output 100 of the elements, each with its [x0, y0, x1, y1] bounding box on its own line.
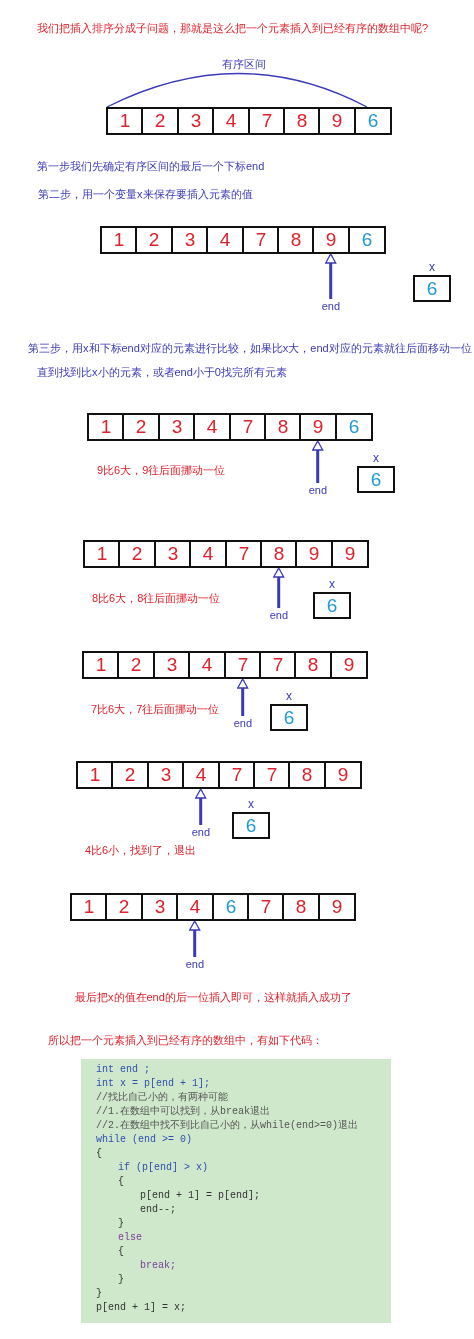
array-cell: 4	[212, 107, 250, 135]
array-cell: 7	[259, 651, 297, 679]
array-cell: 1	[87, 413, 125, 441]
pointer-arrow	[195, 788, 207, 825]
code-line: p[end + 1] = p[end];	[140, 1189, 261, 1202]
array-cell: 8	[288, 761, 326, 789]
variable-box: 6	[232, 812, 270, 839]
array-cell: 1	[100, 226, 138, 254]
array-cell: 7	[248, 107, 286, 135]
array-cell: 7	[242, 226, 280, 254]
pointer-label: end	[269, 609, 289, 622]
pointer-arrow	[237, 678, 249, 716]
note-text: 4比6小，找到了，退出	[85, 844, 197, 857]
variable-name: x	[328, 578, 336, 590]
array-cell: 8	[264, 413, 302, 441]
array-cell: 4	[188, 651, 226, 679]
code-line: int end ;	[96, 1063, 150, 1076]
array-cell: 2	[105, 893, 143, 921]
array-cell: 9	[330, 651, 368, 679]
array-cell: 4	[206, 226, 244, 254]
array-cell: 6	[335, 413, 373, 441]
array-cell: 7	[229, 413, 267, 441]
note-text: 所以把一个元素插入到已经有序的数组中，有如下代码：	[48, 1034, 323, 1047]
code-line: end--;	[140, 1203, 176, 1216]
variable-box: 6	[413, 275, 451, 302]
array-cell: 9	[299, 413, 337, 441]
note-text: 7比6大，7往后面挪动一位	[91, 703, 220, 716]
array-cell: 1	[83, 540, 121, 568]
range-label: 有序区间	[222, 58, 266, 71]
array-cell: 9	[324, 761, 362, 789]
pointer-arrow	[312, 440, 324, 483]
array-cell: 4	[193, 413, 231, 441]
array-cell: 7	[225, 540, 263, 568]
array-cell: 2	[135, 226, 173, 254]
array-cell: 3	[154, 540, 192, 568]
array-cell: 9	[312, 226, 350, 254]
array-cell: 4	[182, 761, 220, 789]
code-line: if (p[end] > x)	[118, 1161, 208, 1174]
variable-name: x	[428, 261, 436, 273]
array-cell: 7	[218, 761, 256, 789]
array-cell: 9	[318, 893, 356, 921]
code-line: {	[96, 1147, 102, 1160]
array-cell: 9	[318, 107, 356, 135]
note-text: 9比6大，9往后面挪动一位	[97, 464, 226, 477]
array-cell: 1	[70, 893, 108, 921]
code-line: p[end + 1] = x;	[96, 1301, 186, 1314]
note-text: 8比6大，8往后面挪动一位	[92, 592, 221, 605]
pointer-label: end	[191, 826, 211, 839]
variable-name: x	[247, 798, 255, 810]
array-cell: 2	[111, 761, 149, 789]
array-cell: 3	[158, 413, 196, 441]
note-text: 最后把x的值在end的后一位插入即可，这样就插入成功了	[75, 991, 352, 1004]
code-line: {	[118, 1175, 124, 1188]
array-cell: 8	[294, 651, 332, 679]
code-line: int x = p[end + 1];	[96, 1077, 211, 1090]
array-cell: 4	[189, 540, 227, 568]
code-line: }	[118, 1273, 124, 1286]
variable-name: x	[285, 690, 293, 702]
code-line: //1.在数组中可以找到，从break退出	[96, 1105, 270, 1118]
pointer-label: end	[185, 958, 205, 971]
array-cell: 7	[247, 893, 285, 921]
pointer-arrow	[189, 920, 201, 957]
array-cell: 8	[282, 893, 320, 921]
step-text: 第二步，用一个变量x来保存要插入元素的值	[38, 188, 253, 201]
pointer-label: end	[321, 300, 341, 313]
code-line: {	[118, 1245, 124, 1258]
array-cell: 6	[348, 226, 386, 254]
variable-box: 6	[270, 704, 308, 731]
array-cell: 7	[224, 651, 262, 679]
pointer-label: end	[233, 717, 253, 730]
code-line: }	[118, 1217, 124, 1230]
code-line: while (end >= 0)	[96, 1133, 192, 1146]
array-cell: 8	[277, 226, 315, 254]
step-text: 第一步我们先确定有序区间的最后一个下标end	[37, 160, 265, 173]
array-cell: 2	[122, 413, 160, 441]
array-cell: 1	[76, 761, 114, 789]
title: 我们把插入排序分成子问题，那就是这么把一个元素插入到已经有序的数组中呢?	[37, 22, 429, 35]
array-cell: 9	[331, 540, 369, 568]
array-cell: 1	[106, 107, 144, 135]
pointer-arrow	[273, 567, 285, 608]
array-cell: 9	[295, 540, 333, 568]
array-cell: 4	[176, 893, 214, 921]
array-cell: 2	[117, 651, 155, 679]
code-line: }	[96, 1287, 102, 1300]
array-cell: 2	[141, 107, 179, 135]
variable-box: 6	[313, 592, 351, 619]
array-cell: 3	[171, 226, 209, 254]
array-cell: 8	[260, 540, 298, 568]
array-cell: 3	[153, 651, 191, 679]
array-cell: 3	[141, 893, 179, 921]
array-cell: 8	[283, 107, 321, 135]
step-text: 直到找到比x小的元素，或者end小于0找完所有元素	[37, 366, 287, 379]
array-cell: 3	[177, 107, 215, 135]
step-text: 第三步，用x和下标end对应的元素进行比较，如果比x大，end对应的元素就往后面移动一位	[28, 342, 472, 355]
array-cell: 6	[212, 893, 250, 921]
array-cell: 3	[147, 761, 185, 789]
code-line: else	[118, 1231, 142, 1244]
pointer-arrow	[325, 253, 337, 299]
code-line: //找比自己小的，有两种可能	[96, 1091, 228, 1104]
array-cell: 2	[118, 540, 156, 568]
